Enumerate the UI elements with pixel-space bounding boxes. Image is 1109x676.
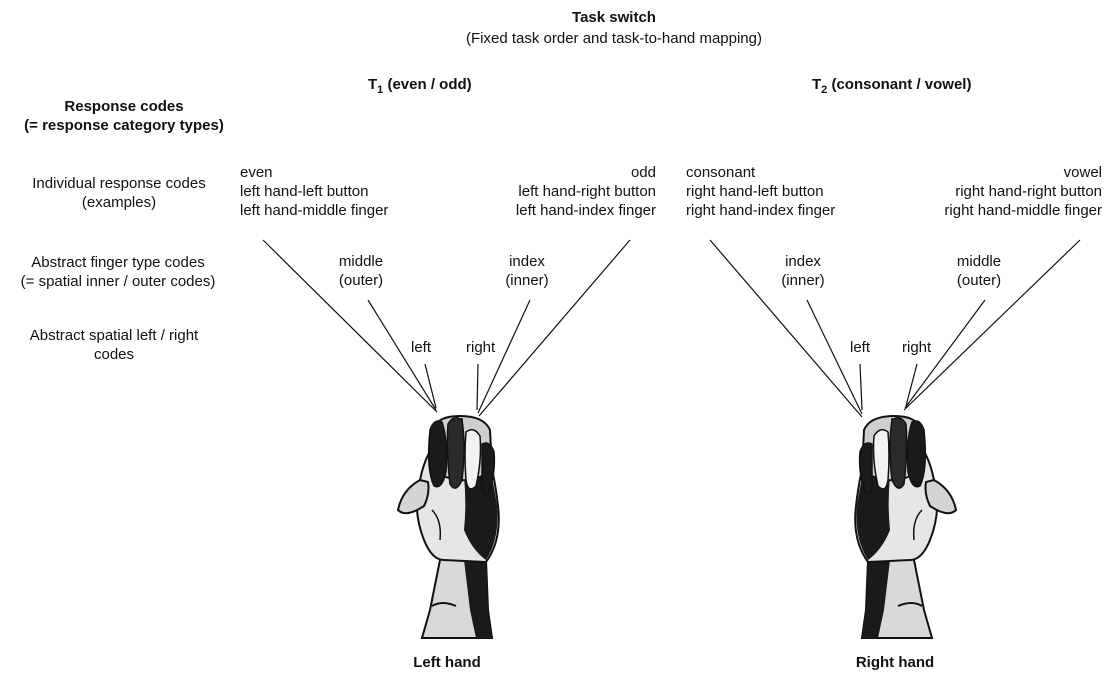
- line-left-spatial-right: [477, 364, 478, 410]
- line-right-finger-outer: [905, 300, 985, 408]
- line-right-individual-left: [710, 240, 862, 417]
- right-hand-caption: Right hand: [820, 654, 970, 672]
- line-left-individual-right: [479, 240, 630, 416]
- left-hand-caption: Left hand: [372, 654, 522, 672]
- line-left-finger-inner: [478, 300, 530, 413]
- line-right-finger-inner: [807, 300, 862, 414]
- left-hand-on-mouse-illustration: [372, 410, 542, 640]
- line-left-individual-left: [263, 240, 437, 412]
- right-hand-on-mouse-illustration: [812, 410, 982, 640]
- line-right-spatial-left: [860, 364, 862, 410]
- line-left-finger-outer: [368, 300, 436, 410]
- line-right-individual-right: [904, 240, 1080, 410]
